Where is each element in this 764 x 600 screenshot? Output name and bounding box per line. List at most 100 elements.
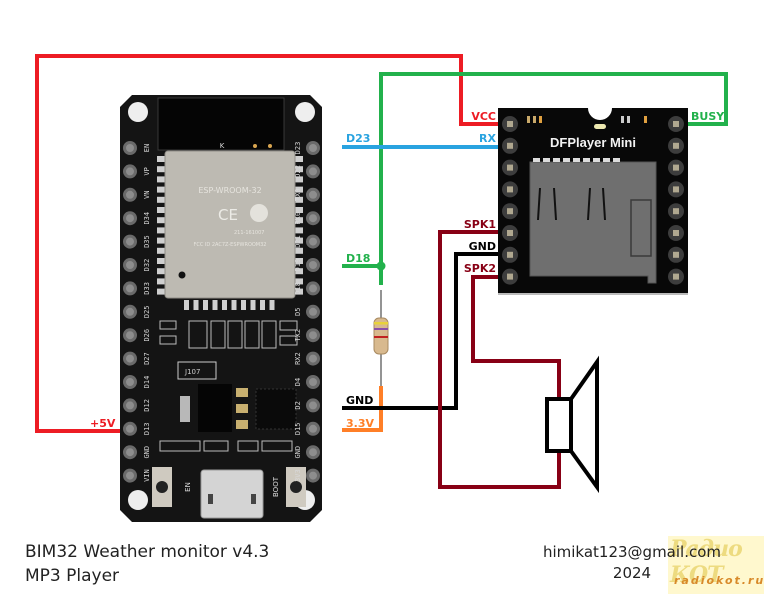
dfplayer-pin[interactable] [668,203,684,220]
dfplayer-pin[interactable] [502,181,518,198]
wire-3v3 [342,386,383,432]
wire-gnd [342,252,502,410]
esp32-pin-d21[interactable]: D21 [294,234,320,249]
dfplayer-pin[interactable] [502,137,518,154]
dfplayer-pin[interactable] [502,159,518,176]
label-d23: D23 [346,132,370,145]
esp32-pin-d22[interactable]: D22 [294,164,320,179]
esp32-pin-label: TX2 [294,329,302,342]
esp32-pin-d26[interactable]: D26 [123,328,151,343]
diagram-title: BIM32 Weather monitor v4.3 [25,542,270,562]
esp32-pin-d15[interactable]: D15 [294,421,320,436]
esp32-pin-d18[interactable]: D18 [294,281,320,296]
esp32-pin-d32[interactable]: D32 [123,258,151,272]
dfplayer-pin[interactable] [668,246,684,263]
esp32-pin-d27[interactable]: D27 [123,351,151,366]
esp32-pin-label: D14 [143,376,151,389]
resistor [373,317,389,355]
dfplayer-pin[interactable] [668,159,684,176]
wire-5v [35,54,502,433]
esp32-pin-d4[interactable]: D4 [294,375,320,389]
dfplayer-pin[interactable] [668,137,684,154]
esp32-pin-label: VP [143,167,151,175]
esp32-pin-tx0[interactable]: TX0 [294,187,320,202]
esp32-pin-label: D4 [294,378,302,386]
esp32-pin-vp[interactable]: VP [123,164,151,179]
wire-busy [379,72,728,285]
esp32-pin-rx0[interactable]: RX0 [294,211,320,226]
diagram-subtitle: MP3 Player [25,566,120,586]
label-gnd-df: GND [469,240,496,253]
esp32-pin-3v3[interactable]: 3V3 [294,468,320,483]
micro-usb-port[interactable] [200,469,264,519]
esp32-pin-vn[interactable]: VN [123,187,151,202]
antenna-mark: K [220,142,225,150]
esp32-pin-d33[interactable]: D33 [123,281,151,296]
dfplayer-pin[interactable] [668,268,684,285]
esp32-pin-label: EN [143,144,151,152]
dfplayer-pin[interactable] [502,246,518,263]
esp32-pin-label: D27 [143,352,151,365]
esp32-pin-gnd[interactable]: GND [123,445,151,460]
dfplayer-pin[interactable] [502,203,518,220]
esp32-pin-d2[interactable]: D2 [294,398,320,413]
esp32-pin-gnd[interactable]: GND [294,445,320,460]
dfplayer-pin[interactable] [502,116,518,132]
mounting-hole [128,490,148,510]
dfplayer-pin[interactable] [502,268,518,285]
esp32-pin-d13[interactable]: D13 [123,421,151,436]
esp32-pin-label: RX0 [294,212,302,225]
esp32-pin-label: VN [143,191,151,199]
esp32-pin-d34[interactable]: D34 [123,211,151,226]
en-button-label: EN [184,482,192,492]
author-email: himikat123@gmail.com [542,543,722,561]
radiokot-watermark: Радио КОТ radiokot.ru [668,536,764,594]
esp32-pin-label: D15 [294,422,302,435]
label-busy: BUSY [691,110,725,123]
esp32-pin-label: GND [294,446,302,459]
dfplayer-pin[interactable] [668,116,684,132]
esp32-pin-label: D5 [294,308,302,316]
espressif-logo-icon [250,204,268,222]
label-gnd-esp: GND [346,394,373,407]
esp32-pin-label: D32 [143,259,151,272]
ce-mark: CE [218,206,238,224]
wire-spk1 [438,230,561,489]
mounting-hole [295,102,315,122]
esp32-pin-tx2[interactable]: TX2 [294,328,320,343]
esp32-pin-vin[interactable]: VIN [123,468,151,483]
esp32-pin-d35[interactable]: D35 [123,234,151,249]
dfplayer-pin[interactable] [502,225,518,241]
esp32-pin-label: VIN [143,469,151,482]
label-vcc: VCC [471,110,496,123]
esp32-pin-d12[interactable]: D12 [123,398,151,413]
esp32-pin-d23[interactable]: D23 [294,141,320,155]
label-rx: RX [479,132,496,145]
esp32-pin-label: D33 [143,282,151,295]
label-3v3: 3.3V [346,417,374,430]
esp32-pin-label: D22 [294,165,302,178]
dfplayer-pin[interactable] [668,225,684,241]
esp32-pin-label: D13 [143,422,151,435]
label-spk1: SPK1 [464,218,496,231]
boot-button-label: BOOT [272,476,280,497]
en-button[interactable] [152,467,172,507]
mounting-hole [128,102,148,122]
dfplayer-pin[interactable] [668,181,684,198]
esp32-pin-d14[interactable]: D14 [123,375,151,389]
esp32-pin-en[interactable]: EN [123,141,151,155]
esp32-pin-d25[interactable]: D25 [123,304,151,319]
esp32-pin-rx2[interactable]: RX2 [294,351,320,366]
module-fcc: FCC ID 2AC7Z-ESPWROOM32 [193,242,266,248]
wire-spk2 [471,275,561,398]
esp32-pin-label: TX0 [294,188,302,201]
speaker-icon [545,355,599,494]
sd-card-slot[interactable] [529,158,657,284]
label-d18: D18 [346,252,370,265]
esp32-pin-d19[interactable]: D19 [294,258,320,272]
usb-uart-chip [255,388,297,430]
esp32-pin-label: D19 [294,259,302,272]
boot-button[interactable] [286,467,306,507]
esp32-pin-d5[interactable]: D5 [294,304,320,319]
